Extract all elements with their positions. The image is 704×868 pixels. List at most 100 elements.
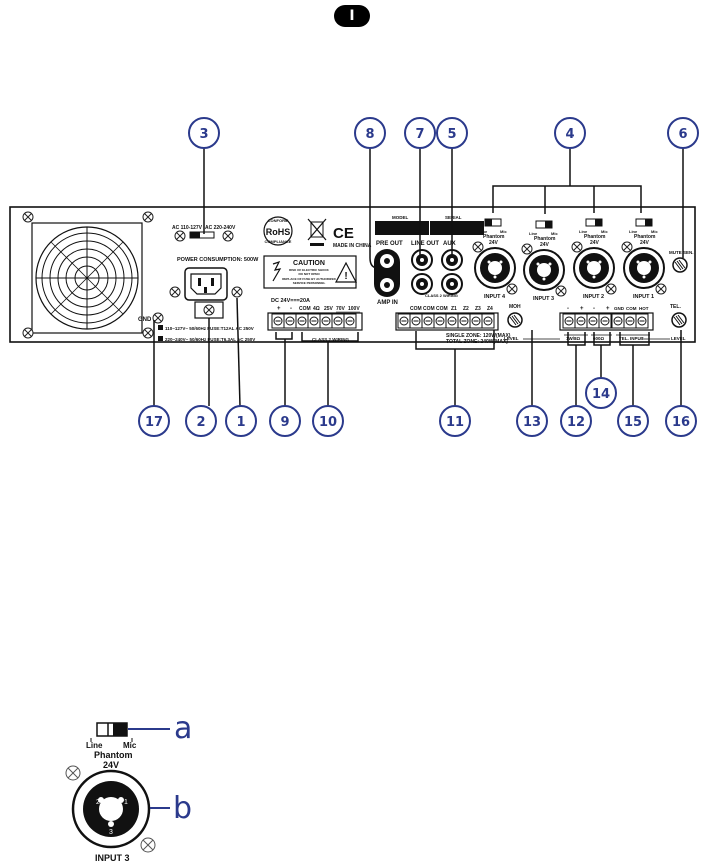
svg-text:100V: 100V (348, 306, 360, 312)
callout-11: 11 (439, 405, 471, 437)
svg-text:+: + (580, 306, 584, 312)
voltage-left-label: AC 110-127V (172, 225, 203, 231)
callout-5: 5 (436, 117, 468, 149)
svg-text:1: 1 (236, 415, 245, 430)
svg-text:2: 2 (196, 415, 205, 430)
label-b: b (173, 791, 192, 826)
aux-jack-2[interactable] (441, 273, 463, 295)
svg-text:14: 14 (592, 387, 610, 402)
svg-text:70V: 70V (336, 306, 346, 312)
moh-tel-terminals[interactable] (559, 312, 654, 331)
svg-text:Phantom: Phantom (94, 750, 133, 760)
svg-text:GND: GND (614, 306, 625, 311)
fuse-holder[interactable] (194, 301, 224, 319)
xlr-input-2[interactable] (573, 247, 615, 289)
callout-15: 15 (617, 405, 649, 437)
svg-text:Phantom: Phantom (534, 236, 556, 242)
svg-text:COM: COM (423, 306, 435, 312)
input-1-group: Line Mic Phantom 24V INPUT 1 (621, 218, 667, 300)
svg-text:Mic: Mic (651, 229, 658, 234)
svg-text:-: - (290, 306, 292, 312)
callout-17: 17 (138, 405, 170, 437)
svg-text:REPLACE OF FUSE BY AUTHORIZED: REPLACE OF FUSE BY AUTHORIZED (282, 277, 336, 281)
tel-input-label: TEL. INPUT (619, 336, 644, 341)
label-a: a (174, 711, 192, 746)
svg-text:COM: COM (299, 306, 311, 312)
svg-text:4: 4 (565, 127, 574, 142)
callout-7: 7 (404, 117, 436, 149)
power-consumption-label: POWER CONSUMPTION: 500W (177, 257, 259, 263)
callout-9: 9 (269, 405, 301, 437)
svg-text:Line: Line (579, 229, 588, 234)
model-plate (375, 221, 429, 235)
svg-text:12: 12 (567, 415, 585, 430)
svg-text:Z2: Z2 (463, 306, 469, 312)
svg-text:1: 1 (124, 799, 128, 806)
svg-text:Mic: Mic (500, 229, 507, 234)
moh-level-knob[interactable] (507, 312, 523, 328)
svg-text:Line: Line (86, 741, 103, 750)
svg-text:11: 11 (446, 415, 464, 430)
svg-text:RISK OF ELECTRIC SHOCK: RISK OF ELECTRIC SHOCK (289, 268, 330, 272)
svg-text:!: ! (344, 271, 347, 282)
fuse-spec-2: 220~240V~ 50/60Hz FUSE:T6.3AL AC 250V (165, 337, 255, 342)
line-out-jack-2[interactable] (411, 273, 433, 295)
aux-label: AUX (443, 241, 456, 247)
svg-text:3: 3 (199, 127, 208, 142)
svg-text:INPUT 1: INPUT 1 (633, 294, 654, 300)
ce-mark: CE (333, 225, 354, 242)
svg-text:24V: 24V (590, 240, 600, 246)
svg-text:INPUT 4: INPUT 4 (484, 294, 506, 300)
svg-text:Phantom: Phantom (584, 234, 606, 240)
pre-out-label: PRE OUT (376, 241, 403, 247)
callout-14: 14 (585, 377, 617, 409)
svg-text:COM: COM (626, 306, 637, 311)
callout-16: 16 (665, 405, 697, 437)
xlr-input-4[interactable] (474, 247, 516, 289)
svg-text:DO NOT OPEN: DO NOT OPEN (298, 272, 319, 276)
leader-lines (153, 148, 684, 407)
mute-sensitivity-knob[interactable] (672, 257, 688, 273)
svg-text:Line: Line (479, 229, 488, 234)
callout-6: 6 (667, 117, 699, 149)
svg-text:2: 2 (96, 799, 100, 806)
svg-text:CONFORM: CONFORM (268, 218, 289, 223)
weee-bin-icon (307, 218, 327, 246)
output-600-label: 600Ω (593, 336, 605, 341)
pre-out-amp-in-jumper[interactable] (374, 249, 400, 297)
callout-13: 13 (516, 405, 548, 437)
detail-xlr-combo-jack[interactable]: 2 1 3 (71, 769, 151, 849)
xlr-input-3[interactable] (523, 249, 565, 291)
svg-text:Z3: Z3 (475, 306, 481, 312)
callout-4: 4 (554, 117, 586, 149)
svg-text:13: 13 (523, 415, 541, 430)
xlr-input-1[interactable] (623, 247, 665, 289)
moh-label: MOH (509, 304, 521, 310)
svg-text:Mic: Mic (601, 229, 608, 234)
speaker-output-terminals[interactable] (267, 312, 363, 331)
zone-output-terminals[interactable] (395, 312, 499, 331)
gnd-label: GND (138, 317, 152, 323)
svg-text:CAUTION: CAUTION (293, 260, 325, 267)
svg-text:15: 15 (624, 415, 642, 430)
ac-power-inlet[interactable] (184, 267, 228, 301)
svg-text:Line: Line (529, 231, 538, 236)
svg-text:3: 3 (109, 829, 113, 836)
callout-2: 2 (185, 405, 217, 437)
svg-text:HOT: HOT (639, 306, 649, 311)
svg-text:Phantom: Phantom (483, 234, 505, 240)
svg-text:7: 7 (415, 127, 424, 142)
svg-text:16: 16 (672, 415, 690, 430)
svg-text:9: 9 (280, 415, 289, 430)
svg-text:LEVEL: LEVEL (504, 336, 519, 341)
svg-text:24V: 24V (540, 242, 550, 248)
tel-label: TEL. (670, 304, 681, 310)
amp-in-label: AMP IN (377, 300, 398, 306)
line-out-jack-1[interactable] (411, 249, 433, 271)
svg-text:-: - (593, 306, 595, 312)
svg-text:25V: 25V (324, 306, 334, 312)
single-zone-rating: SINGLE ZONE: 120W(MAX) (446, 333, 511, 339)
tel-level-knob[interactable] (671, 312, 687, 328)
svg-text:10: 10 (319, 415, 337, 430)
